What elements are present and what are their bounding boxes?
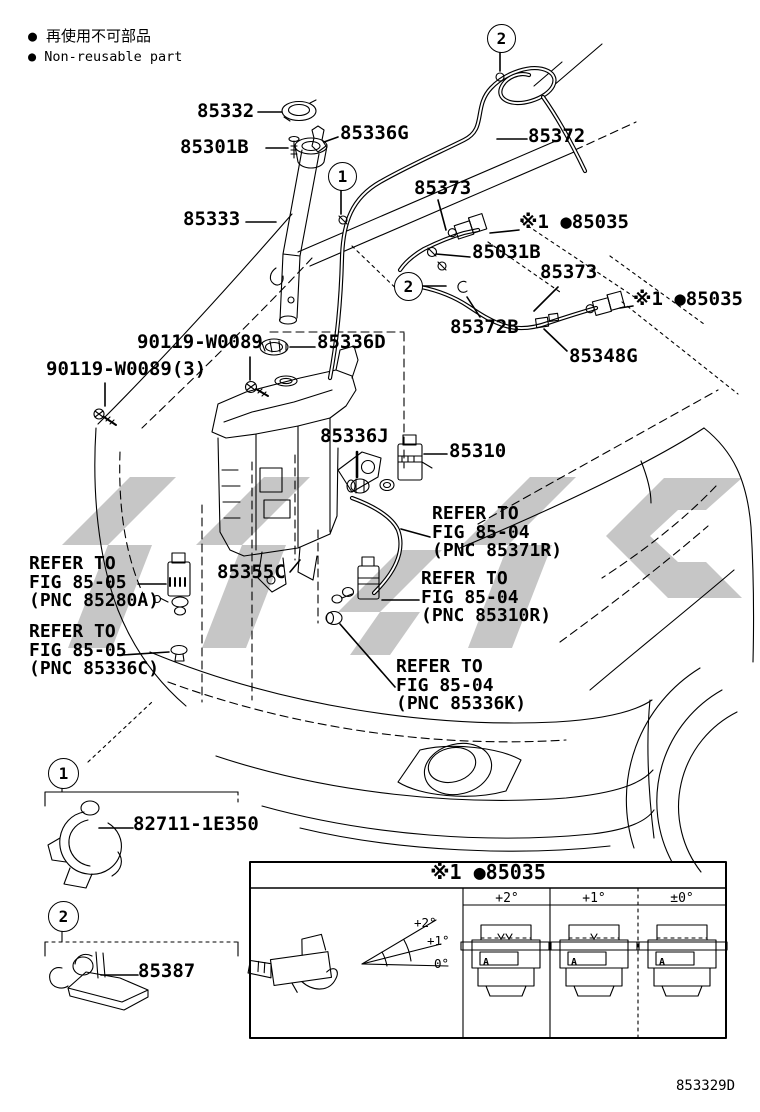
part-label-85387: 85387 bbox=[138, 960, 196, 982]
part-label-85348G: 85348G bbox=[569, 345, 638, 367]
refer-line: FIG 85-05 bbox=[29, 639, 127, 661]
nozzle-side-view-drawing bbox=[247, 933, 338, 993]
refer-line: (PNC 85336K) bbox=[396, 693, 527, 714]
refer-line: (PNC 85310R) bbox=[421, 605, 552, 626]
part-label-85336J: 85336J bbox=[320, 425, 389, 447]
refer-block-85336C: REFER TO FIG 85-05 (PNC 85336C) bbox=[29, 621, 160, 679]
fitting-drawings bbox=[338, 72, 626, 329]
screw-90119x3-drawing bbox=[93, 408, 117, 426]
part-label-85372: 85372 bbox=[528, 125, 586, 147]
car-outline bbox=[87, 43, 755, 873]
refer-line: (PNC 85336C) bbox=[29, 658, 160, 679]
refer-block-85336K: REFER TO FIG 85-04 (PNC 85336K) bbox=[396, 656, 527, 714]
part-label-85035-upper: ※1 ●85035 bbox=[519, 211, 629, 233]
clamp-82711-drawing bbox=[47, 800, 122, 889]
part-label-85336D: 85336D bbox=[317, 331, 386, 353]
refer-block-85371R: REFER TO FIG 85-04 (PNC 85371R) bbox=[432, 503, 563, 561]
screw-85301B-drawing bbox=[288, 135, 300, 159]
cap-85332-drawing bbox=[281, 99, 317, 122]
part-label-82711-1E350: 82711-1E350 bbox=[133, 813, 259, 835]
part-label-85373-lower: 85373 bbox=[540, 261, 598, 283]
callout-1-hose: 1 bbox=[328, 162, 357, 191]
refer-line: REFER TO bbox=[29, 553, 116, 574]
clamp-85031B-drawing bbox=[426, 246, 447, 271]
washer-nozzle-lower-drawing bbox=[585, 290, 626, 316]
part-label-90119-W0089: 90119-W0089 bbox=[137, 331, 263, 353]
refer-line: FIG 85-04 bbox=[396, 674, 494, 696]
refer-line: REFER TO bbox=[396, 656, 483, 677]
callout-2-hose: 2 bbox=[487, 24, 516, 53]
pump-drawings bbox=[152, 434, 433, 662]
grommet-85336K-drawing bbox=[325, 610, 343, 626]
legend-jp: ● 再使用不可部品 bbox=[28, 27, 152, 45]
joint-85336G-drawing bbox=[311, 125, 327, 153]
hose-clamp-callout2-drawing bbox=[495, 72, 505, 82]
clamp-85387-drawing bbox=[49, 951, 149, 1011]
refer-line: (PNC 85280A) bbox=[29, 590, 160, 611]
nozzle-mark-1: A bbox=[483, 957, 490, 968]
washer-nozzle-upper-drawing bbox=[447, 213, 488, 240]
legend-en: ● Non-reusable part bbox=[28, 49, 183, 65]
refer-line: REFER TO bbox=[421, 568, 508, 589]
angle-label-plus2: +2° bbox=[414, 915, 437, 930]
grommet-85336C-drawing bbox=[170, 644, 188, 662]
part-label-85333: 85333 bbox=[183, 208, 241, 230]
part-label-85301B: 85301B bbox=[180, 136, 249, 158]
part-label-85373-upper: 85373 bbox=[414, 177, 472, 199]
callout-brackets bbox=[44, 785, 239, 957]
table-header-85035: ※1 ●85035 bbox=[430, 860, 546, 884]
table-column-zero: ±0° bbox=[670, 891, 694, 906]
part-label-85355C: 85355C bbox=[217, 561, 286, 583]
pump-85310-drawing bbox=[379, 434, 433, 492]
table-column-plus2: +2° bbox=[495, 891, 519, 906]
watermark bbox=[62, 477, 742, 655]
part-label-85372B: 85372B bbox=[450, 316, 519, 338]
screw-90119-drawing bbox=[244, 380, 269, 397]
nozzle-mark-2: A bbox=[571, 957, 578, 968]
nozzle-top-view-zero-drawing bbox=[636, 924, 728, 997]
refer-line: REFER TO bbox=[432, 503, 519, 524]
refer-line: FIG 85-04 bbox=[432, 521, 530, 543]
callout-2-legend: 2 bbox=[48, 901, 79, 932]
nozzle-mark-3: A bbox=[659, 957, 666, 968]
table-column-plus1: +1° bbox=[582, 891, 606, 906]
part-label-90119-W0089-3: 90119-W0089(3) bbox=[46, 358, 207, 380]
pump-85310R-drawing bbox=[331, 556, 380, 604]
leader-lines bbox=[98, 50, 634, 976]
refer-block-85310R: REFER TO FIG 85-04 (PNC 85310R) bbox=[421, 568, 552, 626]
refer-line: (PNC 85371R) bbox=[432, 540, 563, 561]
washer-reservoir-drawing bbox=[93, 99, 382, 593]
grommet-85336J-drawing bbox=[346, 478, 370, 494]
angle-label-zero: 0° bbox=[434, 956, 450, 971]
part-label-85310: 85310 bbox=[449, 440, 507, 462]
part-label-85332: 85332 bbox=[197, 100, 255, 122]
refer-block-85280A: REFER TO FIG 85-05 (PNC 85280A) bbox=[29, 553, 160, 611]
part-label-85035-lower: ※1 ●85035 bbox=[633, 288, 743, 310]
hose-drawings bbox=[327, 66, 599, 596]
pump-85280A-drawing bbox=[152, 552, 191, 616]
hose-clamp-callout1-drawing bbox=[338, 215, 348, 225]
nozzle-top-view-plus2-drawing bbox=[460, 924, 552, 997]
adjustment-table-lines bbox=[247, 861, 728, 1039]
refer-line: FIG 85-05 bbox=[29, 571, 127, 593]
angle-label-plus1: +1° bbox=[427, 933, 450, 948]
part-label-85336G: 85336G bbox=[340, 122, 409, 144]
part-label-85031B: 85031B bbox=[472, 241, 541, 263]
clip-drawing bbox=[457, 280, 468, 293]
callout-2-hose-lower: 2 bbox=[394, 272, 423, 301]
refer-line: FIG 85-04 bbox=[421, 586, 519, 608]
callout-1-legend: 1 bbox=[48, 758, 79, 789]
connector-85348G-drawing bbox=[534, 312, 560, 329]
refer-line: REFER TO bbox=[29, 621, 116, 642]
nozzle-top-view-plus1-drawing bbox=[548, 924, 640, 997]
figure-code: 853329D bbox=[676, 1078, 736, 1094]
